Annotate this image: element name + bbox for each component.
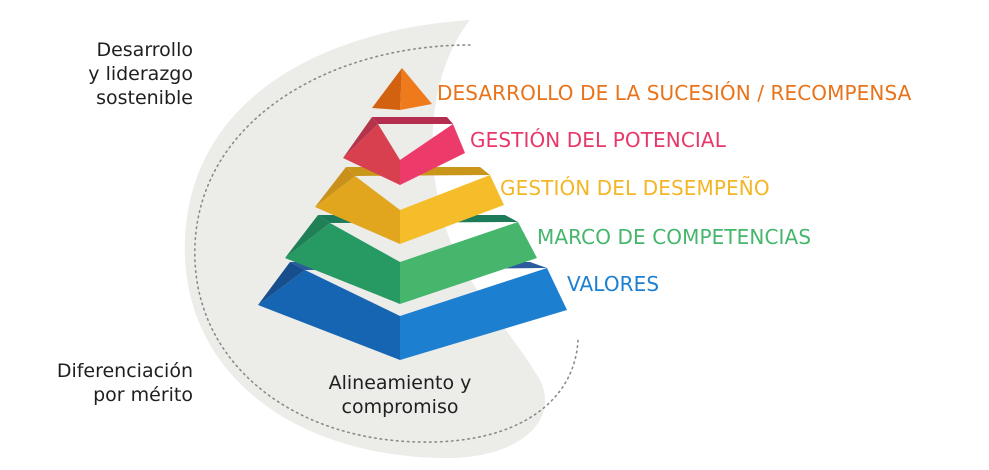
tier-3-left [315, 176, 400, 244]
tier-3-right [400, 175, 504, 244]
tier-5-right [400, 268, 567, 360]
pyramid-tier-2 [343, 117, 465, 185]
tier-4-back [285, 215, 330, 258]
tier-4-left [285, 223, 400, 304]
tier-2-top [372, 117, 453, 124]
base-label: Alineamiento y compromiso [305, 371, 495, 419]
tier-4-right [400, 222, 537, 304]
pyramid-tier-1 [372, 68, 432, 110]
tier-label-potential: GESTIÓN DEL POTENCIAL [470, 128, 726, 152]
side-label-bottom-line-1: Diferenciación [56, 360, 193, 382]
side-label-bottom-line-2: por mérito [93, 384, 193, 406]
tier-1-left [372, 68, 402, 110]
tier-5-back [258, 262, 305, 305]
tier-label-succession: DESARROLLO DE LA SUCESIÓN / RECOMPENSA [437, 81, 912, 105]
tier-2-left [343, 124, 400, 185]
side-label-top: Desarrollo y liderazgo sostenible [88, 38, 193, 110]
side-label-top-line-1: Desarrollo [96, 39, 193, 61]
tier-2-right [400, 124, 465, 185]
side-label-bottom: Diferenciación por mérito [57, 359, 193, 407]
side-label-top-line-3: sostenible [96, 87, 193, 109]
tier-label-competencies: MARCO DE COMPETENCIAS [537, 225, 812, 249]
tier-label-performance: GESTIÓN DEL DESEMPEÑO [500, 176, 770, 200]
tier-3-back [315, 167, 355, 207]
tier-1-right [400, 68, 432, 110]
tier-5-left [258, 270, 400, 360]
tier-label-values: VALORES [567, 272, 660, 296]
tier-2-back [343, 117, 378, 158]
base-label-line-1: Alineamiento y [328, 372, 472, 394]
side-label-top-line-2: y liderazgo [88, 63, 193, 85]
dotted-arc [194, 44, 579, 443]
background-arc [184, 20, 546, 459]
base-label-line-2: compromiso [341, 396, 459, 418]
